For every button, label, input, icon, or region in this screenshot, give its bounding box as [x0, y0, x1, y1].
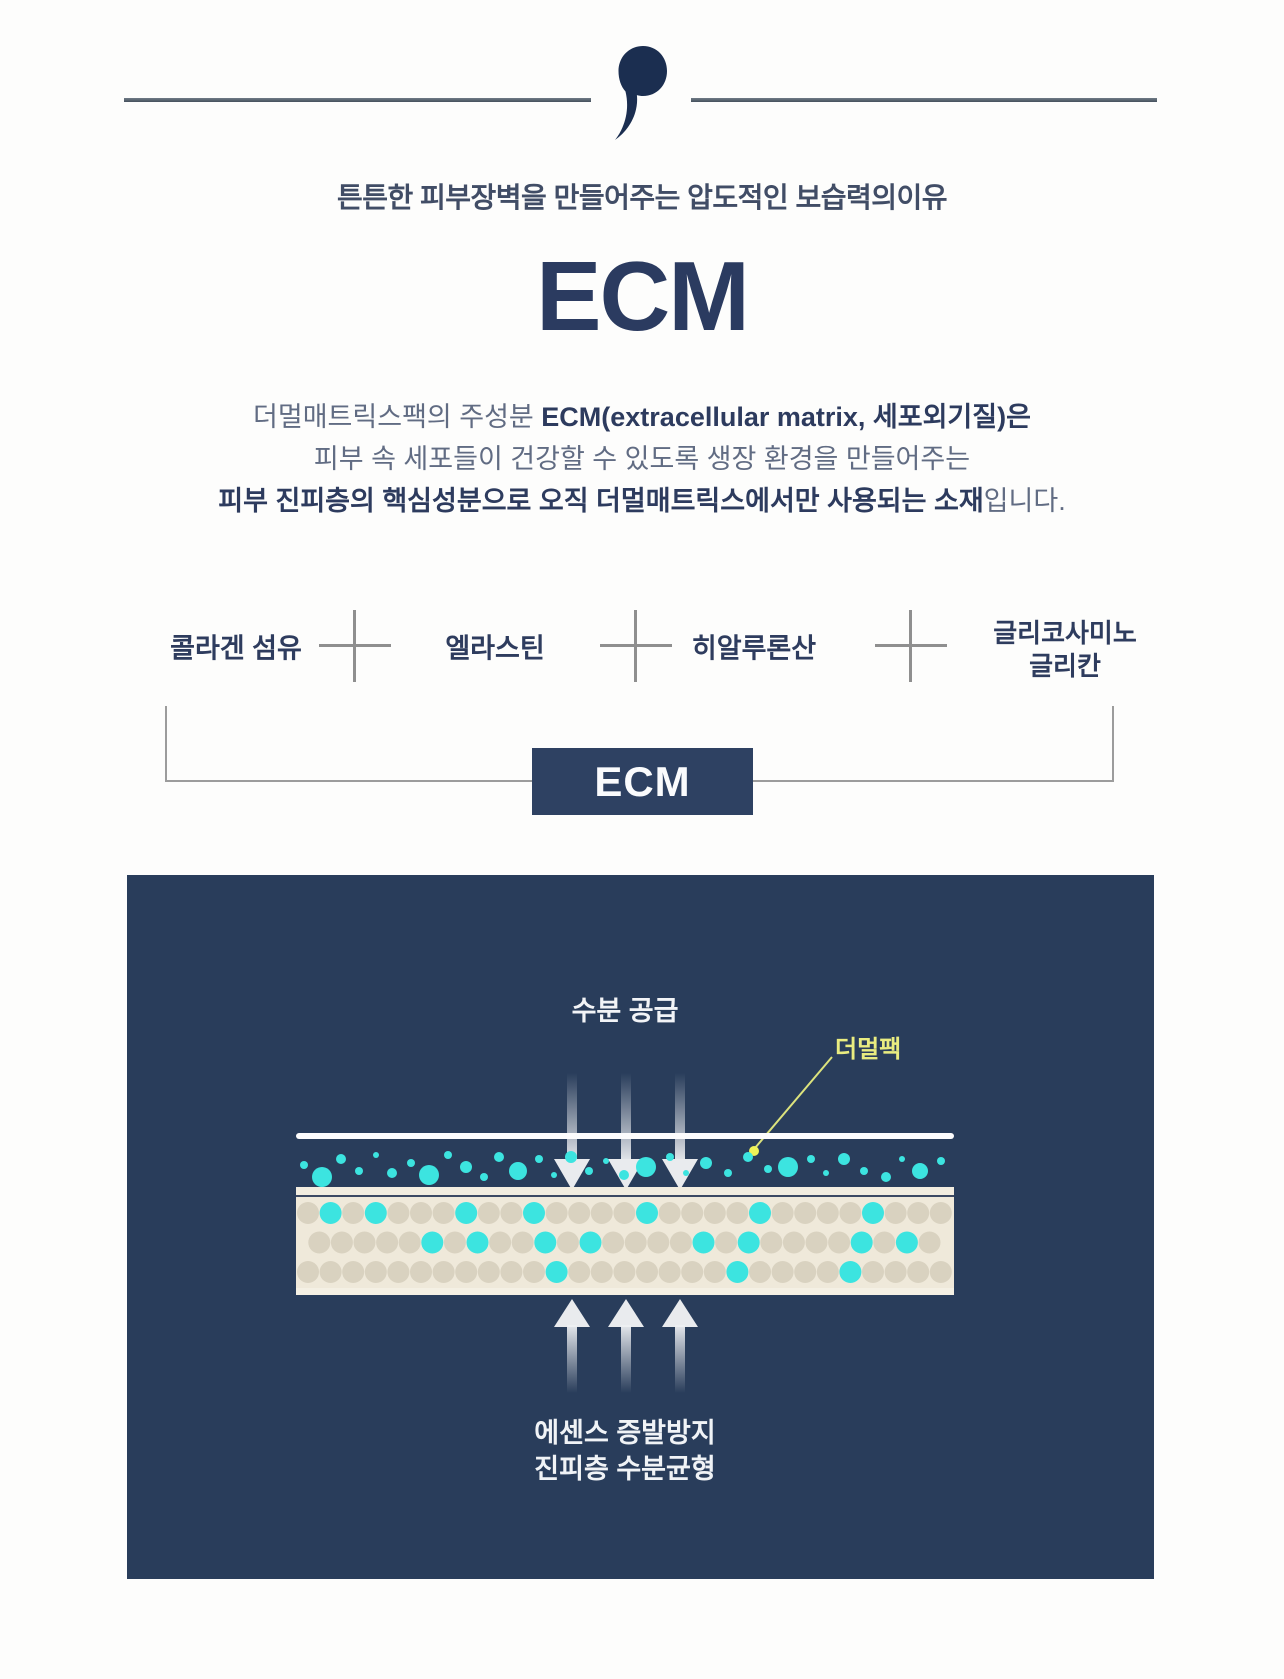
- band-top-strip: [296, 1187, 954, 1195]
- paragraph-line1: 더멀매트릭스팩의 주성분 ECM(extracellular matrix, 세…: [253, 402, 1031, 432]
- section-heading: 튼튼한 피부장벽을 만들어주는 압도적인 보습력의이유: [336, 182, 948, 213]
- caption-line1: 에센스 증발방지: [534, 1418, 716, 1448]
- down-arrow-icon: [661, 1073, 699, 1193]
- plus-icon: [600, 610, 672, 682]
- dermal-pack-label: 더멀팩: [835, 1036, 902, 1063]
- up-arrow-icon: [553, 1299, 591, 1395]
- band-cell-layer: [296, 1197, 954, 1288]
- paragraph-line3: 피부 진피층의 핵심성분으로 오직 더멀매트릭스에서만 사용되는 소재입니다.: [218, 486, 1066, 516]
- ecm-main-title: ECM: [536, 241, 750, 351]
- ecm-result-box: ECM: [532, 748, 753, 815]
- intro-paragraph: 더멀매트릭스팩의 주성분 ECM(extracellular matrix, 세…: [0, 396, 1284, 522]
- up-arrow-icon: [607, 1299, 645, 1395]
- component-collagen-label: 콜라겐 섬유: [170, 633, 302, 664]
- ecm-result-label: ECM: [594, 757, 691, 805]
- plus-icon: [319, 610, 391, 682]
- band-separator-line: [296, 1195, 954, 1197]
- divider-line-left: [124, 98, 591, 102]
- essence-droplets: [296, 1143, 954, 1191]
- bottom-caption: 에센스 증발방지 진피층 수분균형: [534, 1415, 715, 1487]
- up-arrow-icon: [661, 1299, 699, 1395]
- skin-diagram-panel: 수분 공급 더멀팩: [127, 875, 1154, 1579]
- caption-line2: 진피층 수분균형: [534, 1454, 716, 1484]
- band-bottom-strip: [296, 1288, 954, 1295]
- component-elastin-label: 엘라스틴: [445, 633, 545, 664]
- dermis-layer-band: [296, 1187, 954, 1295]
- down-arrow-icon: [553, 1073, 591, 1193]
- moisture-supply-label: 수분 공급: [571, 996, 679, 1026]
- quote-comma-icon: [606, 44, 672, 144]
- plus-icon: [875, 610, 947, 682]
- component-hyaluronic-label: 히알루론산: [691, 633, 817, 664]
- bracket-right-line: [1112, 706, 1114, 781]
- divider-line-right: [691, 98, 1157, 102]
- dermal-pack-film: [296, 1133, 954, 1139]
- bracket-left-line: [165, 706, 167, 781]
- paragraph-line2: 피부 속 세포들이 건강할 수 있도록 생장 환경을 만들어주는: [313, 444, 971, 474]
